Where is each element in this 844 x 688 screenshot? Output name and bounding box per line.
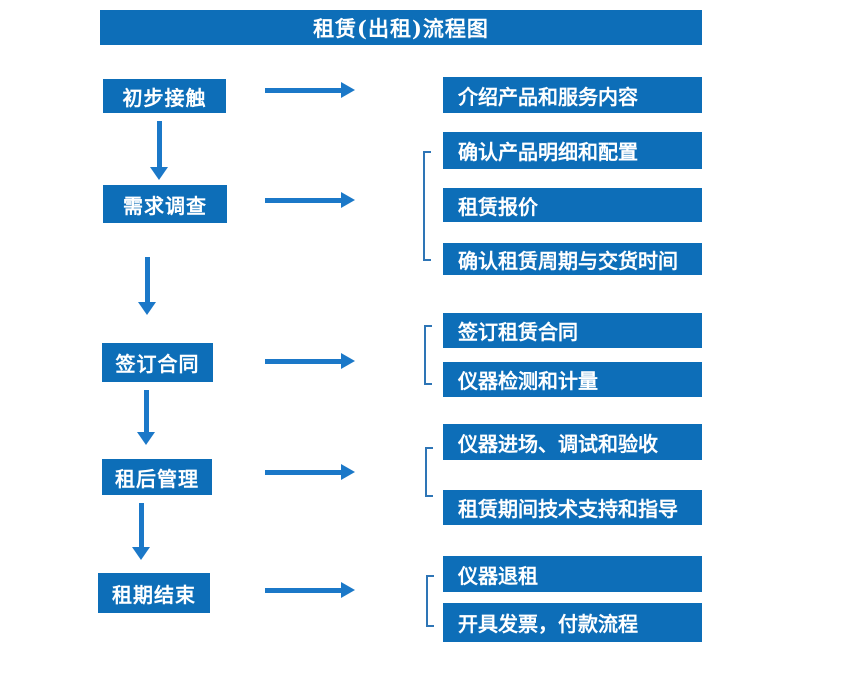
detail-box-instrument-return: 仪器退租 xyxy=(443,556,702,592)
down-arrow-head-icon xyxy=(138,302,156,315)
down-arrow-head-icon xyxy=(132,547,150,560)
detail-box-confirm-product-details: 确认产品明细和配置 xyxy=(443,132,702,169)
step-box-rental-end: 租期结束 xyxy=(98,573,210,613)
right-arrow-shaft xyxy=(265,198,342,203)
detail-box-instrument-inspection: 仪器检测和计量 xyxy=(443,362,702,397)
step-box-demand-survey: 需求调查 xyxy=(103,185,227,223)
step-box-post-rental-management: 租后管理 xyxy=(102,459,212,495)
detail-box-sign-rental-contract: 签订租赁合同 xyxy=(443,313,702,348)
detail-box-introduce-products: 介绍产品和服务内容 xyxy=(443,77,702,113)
group-bracket-demand-survey xyxy=(423,151,431,261)
down-arrow-head-icon xyxy=(150,167,168,180)
right-arrow-head-icon xyxy=(341,353,355,369)
right-arrow-head-icon xyxy=(341,582,355,598)
down-arrow-shaft xyxy=(157,121,162,168)
right-arrow-shaft xyxy=(265,470,342,475)
group-bracket-sign-contract xyxy=(424,325,432,385)
group-bracket-post-rental xyxy=(425,447,433,497)
step-box-initial-contact: 初步接触 xyxy=(103,79,226,113)
right-arrow-shaft xyxy=(265,88,342,93)
flowchart-title: 租赁(出租)流程图 xyxy=(100,10,702,45)
right-arrow-head-icon xyxy=(341,192,355,208)
detail-box-confirm-period-delivery: 确认租赁周期与交货时间 xyxy=(443,243,702,275)
down-arrow-shaft xyxy=(144,390,149,433)
right-arrow-head-icon xyxy=(341,82,355,98)
down-arrow-head-icon xyxy=(137,432,155,445)
step-box-sign-contract: 签订合同 xyxy=(102,343,213,382)
down-arrow-shaft xyxy=(145,257,150,303)
down-arrow-shaft xyxy=(139,503,144,548)
detail-box-technical-support: 租赁期间技术支持和指导 xyxy=(443,490,702,525)
right-arrow-shaft xyxy=(265,359,342,364)
group-bracket-rental-end xyxy=(426,575,434,627)
detail-box-instrument-setup-acceptance: 仪器进场、调试和验收 xyxy=(443,424,702,460)
detail-box-rental-quote: 租赁报价 xyxy=(443,188,702,222)
detail-box-invoice-payment: 开具发票，付款流程 xyxy=(443,603,702,642)
right-arrow-shaft xyxy=(265,588,342,593)
right-arrow-head-icon xyxy=(341,464,355,480)
